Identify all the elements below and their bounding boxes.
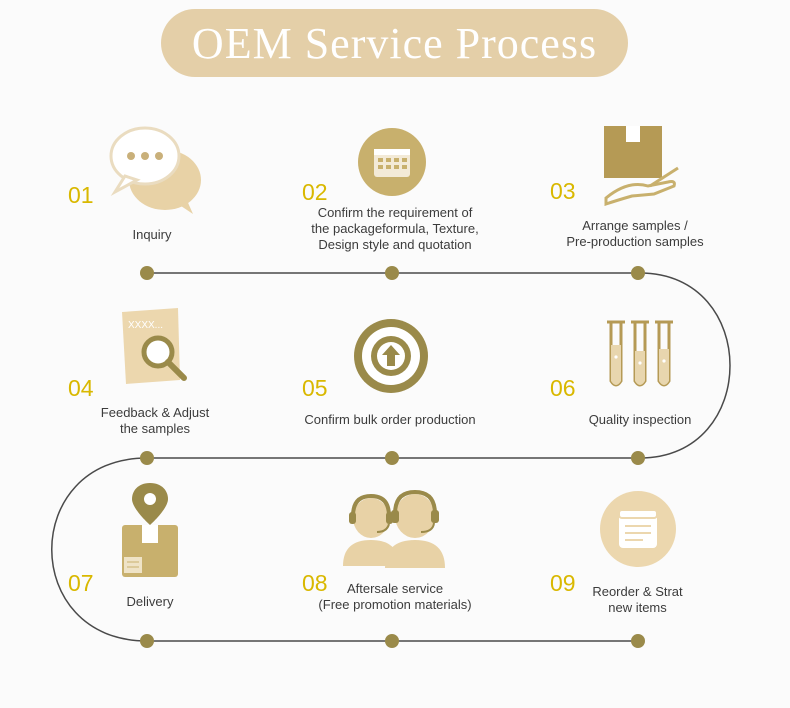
document-search-icon: XXXX... [122,308,187,384]
step-label: Feedback & Adjust the samples [100,405,210,436]
step-number: 06 [550,375,576,401]
step-label: Aftersale service (Free promotion materi… [318,581,472,612]
step-dot [140,266,154,280]
upload-circle-icon [354,319,428,393]
step-label: Quality inspection [588,412,692,427]
package-pin-icon [122,483,178,577]
step-label: Confirm bulk order production [304,412,476,427]
support-agents-icon [343,490,445,568]
step-dot [631,266,645,280]
step-number: 07 [68,570,94,596]
step-label: Inquiry [132,227,172,242]
notepad-icon [600,491,676,567]
step-dot [631,634,645,648]
step-number: 03 [550,178,576,204]
svg-text:XXXX...: XXXX... [128,320,163,331]
step-number: 09 [550,570,576,596]
step-number: 02 [302,179,328,205]
step-dot [385,451,399,465]
step-dot [385,634,399,648]
step-dot [140,451,154,465]
step-label: Reorder & Strat new items [592,584,683,615]
calendar-icon [358,128,426,196]
step-dot [385,266,399,280]
chat-bubbles-icon [109,126,201,214]
step-label: Delivery [126,594,174,609]
step-label: Confirm the requirement of the packagefo… [311,205,479,252]
test-tubes-icon [607,320,673,387]
hand-box-icon [604,126,679,206]
step-number: 08 [302,570,328,596]
step-dot [631,451,645,465]
step-number: 01 [68,182,94,208]
title-banner: OEM Service Process [161,9,628,77]
step-dot [140,634,154,648]
step-number: 04 [68,375,94,401]
step-label: Arrange samples / Pre-production samples [566,218,704,249]
step-number: 05 [302,375,328,401]
page-title: OEM Service Process [191,18,598,68]
